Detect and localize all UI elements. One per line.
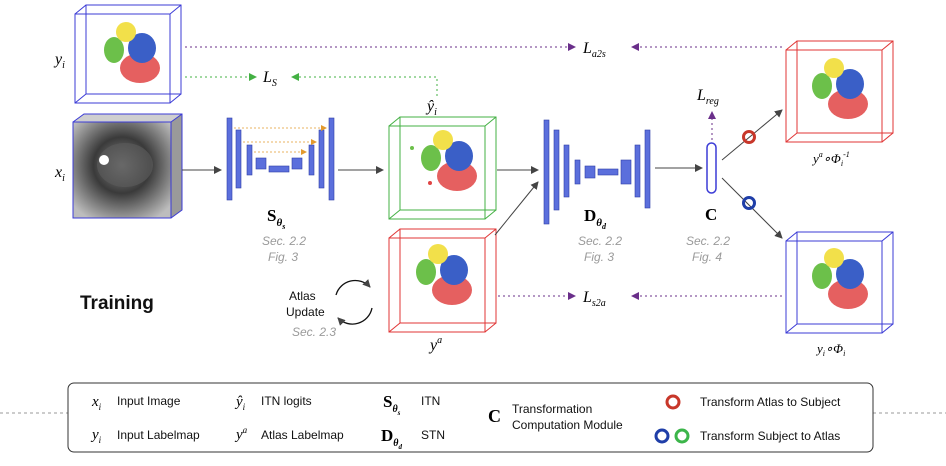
label-yhat-i: ŷi: [425, 98, 437, 118]
label-stn: Dθd: [584, 206, 607, 231]
legend-atlas-to-subject: Transform Atlas to Subject: [700, 395, 841, 409]
c-section-ref: Sec. 2.2: [686, 234, 730, 248]
legend-itn-logits: ITN logits: [261, 394, 312, 408]
label-l-reg: Lreg: [696, 87, 719, 107]
label-y-a: ya: [428, 335, 442, 354]
loss-lines-purple: [185, 43, 782, 300]
legend-y-symbol: yi: [90, 427, 102, 445]
atlas-update-label-2: Update: [286, 305, 325, 319]
atlas-update-label-1: Atlas: [289, 289, 316, 303]
cube-ya-phi-inv: [785, 40, 894, 143]
cube-yi-phi: [785, 231, 894, 334]
stn-figure-ref: Fig. 3: [584, 250, 614, 264]
legend-atlas-labelmap: Atlas Labelmap: [261, 428, 344, 442]
itn-skip-connections: [234, 125, 327, 155]
itn-section-ref: Sec. 2.2: [262, 234, 306, 248]
legend-ya-symbol: ya: [234, 425, 248, 443]
heart-atlas-to-subject: [812, 58, 868, 119]
legend-d-symbol: Dθd: [381, 426, 402, 451]
legend-yhat-symbol: ŷi: [234, 394, 246, 412]
ring-blue-subject-to-atlas: [742, 196, 756, 210]
legend-input-image: Input Image: [117, 394, 181, 408]
heart-labelmap-y-i: [104, 22, 160, 83]
label-l-s: LS: [262, 69, 277, 89]
label-c: C: [705, 205, 717, 224]
stn-section-ref: Sec. 2.2: [578, 234, 622, 248]
atlas-section-ref: Sec. 2.3: [292, 325, 336, 339]
legend-s-symbol: Sθs: [383, 392, 401, 417]
c-module-shape: [706, 142, 717, 194]
training-title: Training: [80, 293, 154, 314]
label-y-i: yi: [53, 51, 65, 71]
legend-c-desc-1: Transformation: [512, 402, 592, 416]
itn-figure-ref: Fig. 3: [268, 250, 298, 264]
legend-input-labelmap: Input Labelmap: [117, 428, 200, 442]
heart-subject-to-atlas: [812, 248, 868, 309]
legend-ring-blue: [654, 428, 670, 444]
legend-box: [67, 382, 874, 453]
cube-y-i: [74, 4, 182, 104]
legend-x-symbol: xi: [91, 394, 102, 412]
label-ya-phi-inv: ya∘Φi-1: [811, 150, 850, 168]
legend-ring-green: [674, 428, 690, 444]
legend-c-desc-2: Computation Module: [512, 418, 623, 432]
label-x-i: xi: [54, 164, 65, 184]
heart-atlas: [416, 244, 472, 305]
stn-network: [543, 119, 651, 225]
label-yi-phi: yi∘Φi: [815, 341, 845, 358]
cube-y-a: [388, 228, 497, 333]
legend-ring-red: [665, 394, 681, 410]
label-itn: Sθs: [267, 206, 285, 231]
cube-yhat-i: [388, 116, 497, 220]
legend-subject-to-atlas: Transform Subject to Atlas: [700, 429, 840, 443]
c-figure-ref: Fig. 4: [692, 250, 722, 264]
legend-itn: ITN: [421, 394, 440, 408]
label-l-s2a: Ls2a: [582, 289, 606, 309]
itn-network: [226, 117, 335, 201]
ring-red-atlas-to-subject: [742, 130, 756, 144]
atlas-update-cycle-icon: [335, 279, 373, 326]
label-l-a2s: La2s: [582, 40, 606, 60]
cube-x-i: [72, 113, 183, 219]
legend-stn: STN: [421, 428, 445, 442]
loss-lines-green: [185, 73, 438, 96]
legend-c-symbol: C: [488, 406, 501, 426]
